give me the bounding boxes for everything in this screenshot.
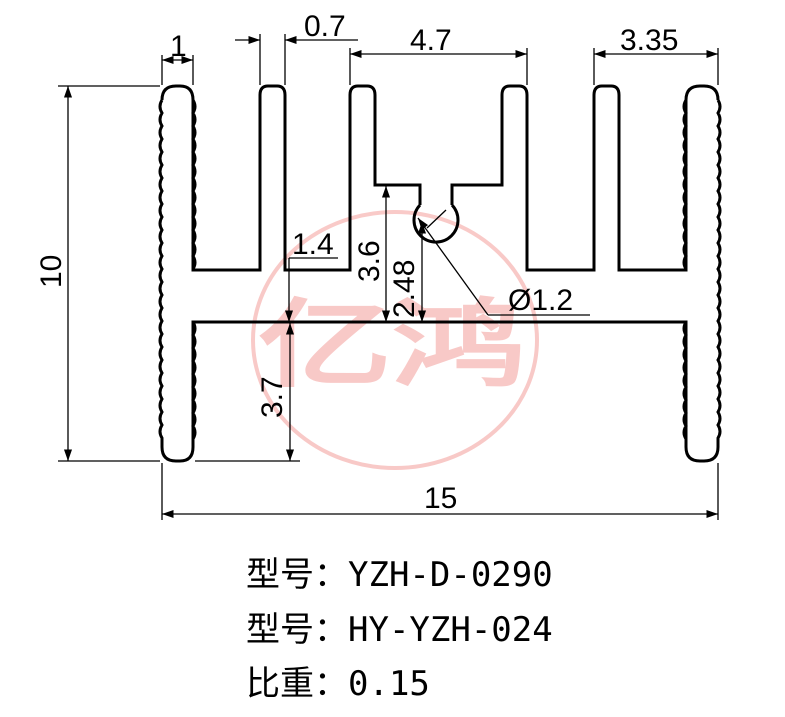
dim-center-slot: 4.7 bbox=[410, 24, 452, 57]
dim-hole-center: 2.48 bbox=[388, 260, 421, 318]
dim-right-slot: 3.35 bbox=[620, 24, 678, 57]
spec-label: 型号： bbox=[246, 610, 348, 650]
dim-fin-gap: 0.7 bbox=[304, 10, 346, 43]
upper-left-pocket bbox=[191, 84, 422, 272]
spec-label: 型号： bbox=[246, 555, 348, 595]
dim-fin-thickness: 1 bbox=[170, 30, 187, 63]
spec-value: YZH-D-0290 bbox=[348, 555, 553, 595]
brand-watermark: 亿鸿 bbox=[251, 210, 539, 470]
dim-base-thickness: 1.4 bbox=[292, 228, 334, 261]
dimension-labels: 1 0.7 4.7 3.35 10 15 1.4 3.6 2.48 Ø1.2 3… bbox=[35, 10, 678, 515]
left-fin-cap bbox=[160, 84, 195, 101]
spec-value: HY-YZH-024 bbox=[348, 610, 553, 650]
left-wall bbox=[158, 99, 197, 447]
dimension-lines bbox=[58, 34, 719, 520]
right-fin-bottom bbox=[684, 446, 720, 463]
dim-lower-depth: 3.7 bbox=[256, 376, 289, 418]
profile-outline bbox=[158, 84, 722, 463]
upper-right-pocket bbox=[450, 84, 688, 272]
spec-model-1: 型号：YZH-D-0290 bbox=[246, 555, 553, 595]
dim-hole-diameter: Ø1.2 bbox=[508, 284, 573, 317]
right-fin-cap bbox=[684, 84, 720, 101]
spec-density: 比重：0.15 bbox=[246, 664, 430, 704]
spec-value: 0.15 bbox=[348, 664, 430, 704]
dim-height: 10 bbox=[35, 255, 68, 288]
lower-pocket bbox=[191, 320, 688, 445]
spec-model-2: 型号：HY-YZH-024 bbox=[246, 610, 553, 650]
right-wall bbox=[682, 99, 722, 447]
dim-slot-depth: 3.6 bbox=[353, 240, 386, 282]
spec-label: 比重： bbox=[246, 664, 348, 704]
heatsink-profile-drawing: 亿鸿 bbox=[35, 10, 722, 520]
dim-width: 15 bbox=[424, 482, 457, 515]
watermark-text: 亿鸿 bbox=[258, 289, 526, 401]
left-fin-bottom bbox=[160, 446, 195, 463]
